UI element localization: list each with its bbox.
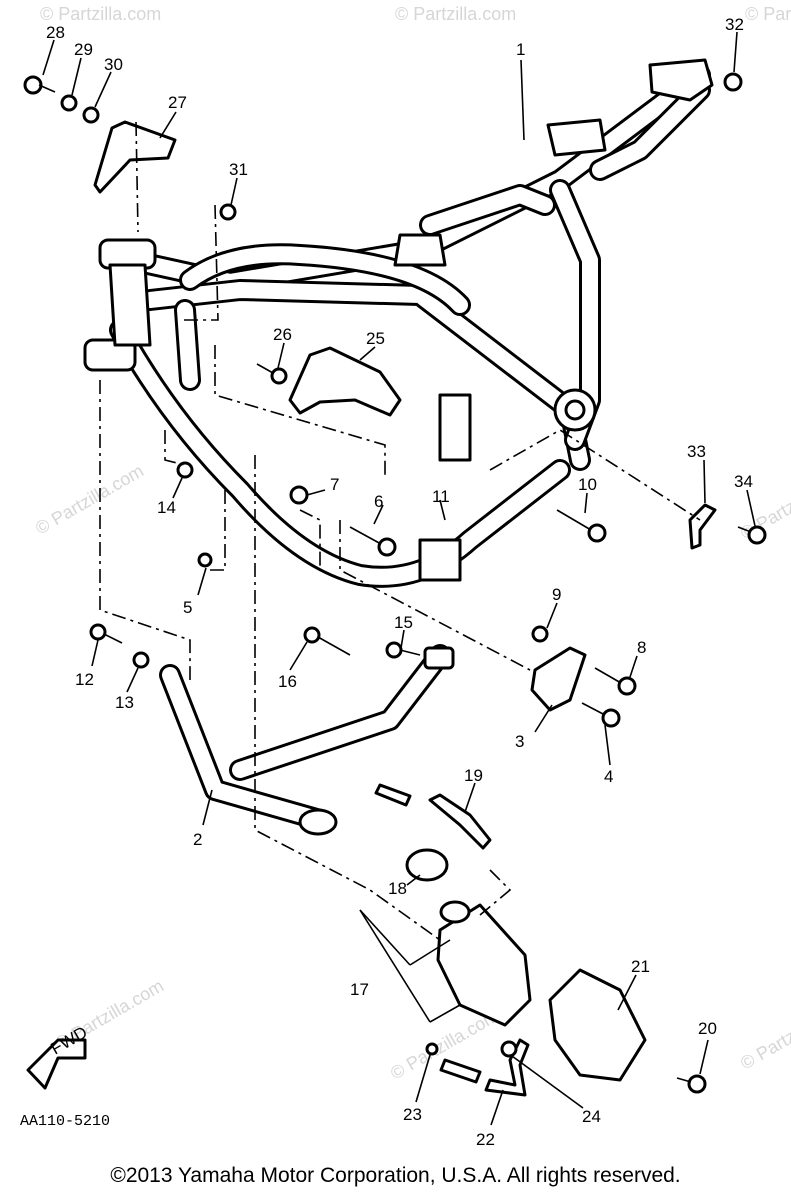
- callout-9: 9: [552, 585, 561, 604]
- part-17-battery-box: [436, 903, 532, 1027]
- part-18-cap: [405, 848, 449, 882]
- part-3-plate: [530, 646, 587, 712]
- callout-7: 7: [330, 475, 339, 494]
- exploded-parts-diagram: © Partzilla.com © Partzilla.com © Partzi…: [20, 4, 791, 1149]
- watermarks: © Partzilla.com © Partzilla.com © Partzi…: [32, 4, 791, 1083]
- watermark: © Partzilla.com: [737, 995, 791, 1073]
- callout-18: 18: [388, 879, 407, 898]
- main-frame: [83, 58, 714, 588]
- callout-28: 28: [46, 23, 65, 42]
- callout-26: 26: [273, 325, 292, 344]
- callout-32: 32: [725, 15, 744, 34]
- part-21-box: [548, 968, 647, 1082]
- part-27-bracket: [93, 120, 177, 194]
- callout-16: 16: [278, 672, 297, 691]
- part-33-bracket: [688, 503, 717, 550]
- callout-33: 33: [687, 442, 706, 461]
- callout-4: 4: [604, 767, 613, 786]
- watermark: © Partzilla.com: [395, 4, 516, 24]
- assembly-lines: [99, 121, 701, 941]
- callout-21: 21: [631, 957, 650, 976]
- callout-5: 5: [183, 598, 192, 617]
- callout-27: 27: [168, 93, 187, 112]
- callout-22: 22: [476, 1130, 495, 1149]
- watermark: © Partzilla.com: [745, 4, 791, 24]
- callout-15: 15: [394, 613, 413, 632]
- callout-12: 12: [75, 670, 94, 689]
- callout-17: 17: [350, 980, 369, 999]
- watermark: © Partzilla.com: [40, 4, 161, 24]
- callout-13: 13: [115, 693, 134, 712]
- part-19-hose: [428, 793, 492, 850]
- part-17-cap: [439, 900, 471, 924]
- callout-leaders: [42, 31, 756, 1126]
- callout-25: 25: [366, 329, 385, 348]
- callout-numbers: 1 2 3 4 5 6 7 8 9 10 11 12 13 14 15 16 1…: [46, 15, 753, 1149]
- watermark: © Partzilla.com: [32, 460, 147, 538]
- fwd-arrow-icon: FWD: [26, 1023, 91, 1090]
- callout-2: 2: [193, 830, 202, 849]
- callout-8: 8: [637, 638, 646, 657]
- callout-23: 23: [403, 1105, 422, 1124]
- callout-10: 10: [578, 475, 597, 494]
- part-19-hose-short: [374, 783, 412, 807]
- drawing-code: AA110-5210: [20, 1113, 110, 1130]
- callout-19: 19: [464, 766, 483, 785]
- callout-3: 3: [515, 732, 524, 751]
- callout-24: 24: [582, 1107, 601, 1126]
- part-2-lower-frame: [159, 644, 455, 836]
- callout-30: 30: [104, 55, 123, 74]
- callout-6: 6: [374, 492, 383, 511]
- callout-34: 34: [734, 472, 753, 491]
- copyright-notice: ©2013 Yamaha Motor Corporation, U.S.A. A…: [110, 1164, 681, 1187]
- part-22-hose-bend: [484, 1038, 530, 1097]
- callout-20: 20: [698, 1019, 717, 1038]
- part-22-hose: [439, 1058, 482, 1084]
- callout-31: 31: [229, 160, 248, 179]
- callout-14: 14: [157, 498, 176, 517]
- fasteners: [23, 72, 767, 1094]
- callout-29: 29: [74, 40, 93, 59]
- callout-11: 11: [432, 487, 450, 506]
- callout-1: 1: [516, 40, 525, 59]
- part-25-bracket: [288, 346, 402, 417]
